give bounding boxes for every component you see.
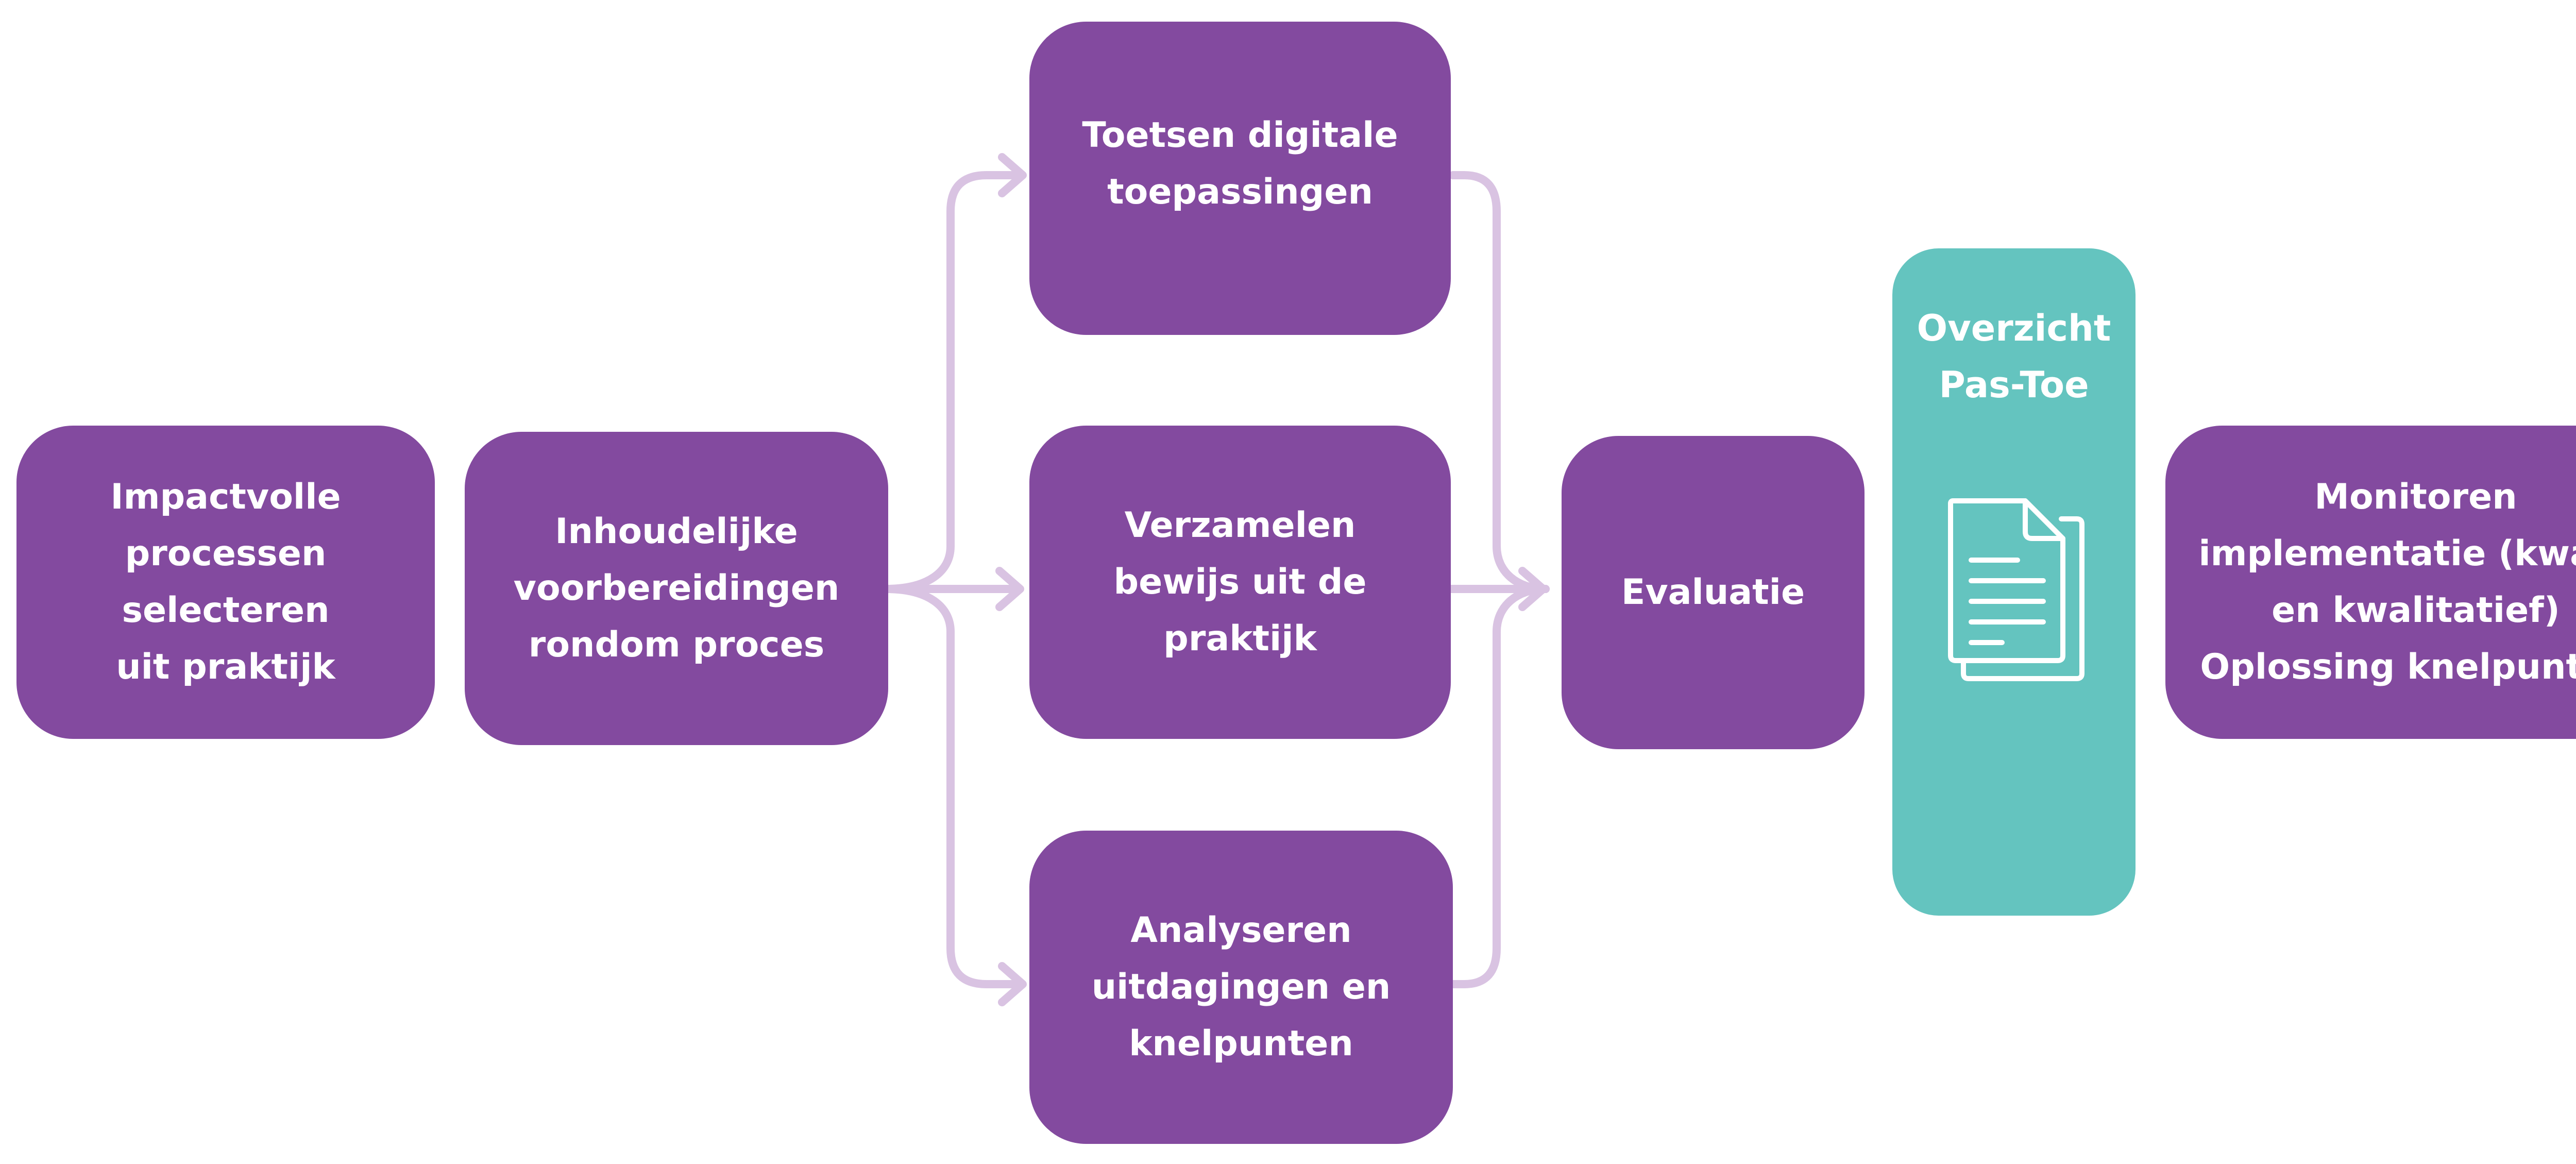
step-overzicht-pas-toe-label: Overzicht Pas-Toe: [1917, 307, 2111, 406]
arrowhead-toetsen: [998, 153, 1027, 197]
documents-icon: [1948, 498, 2084, 681]
step-impactvolle-processen-label: Impactvolle processen selecteren uit pra…: [110, 477, 341, 687]
step-inhoudelijke-voorbereidingen: Inhoudelijke voorbereidingen rondom proc…: [465, 432, 888, 745]
arrowhead-verzamelen: [995, 567, 1024, 611]
branch-line-to-analyseren: [882, 585, 1024, 988]
step-monitoren-implementatie: Monitoren implementatie (kwan- en kwalit…: [2165, 426, 2576, 739]
step-impactvolle-processen: Impactvolle processen selecteren uit pra…: [16, 426, 435, 739]
merge-line-from-analyseren: [1449, 585, 1550, 988]
arrowhead-evaluatie: [1518, 567, 1547, 611]
step-toetsen-digitale-toepassingen: Toetsen digitale toepassingen: [1029, 22, 1451, 335]
step-evaluatie-label: Evaluatie: [1621, 572, 1805, 613]
arrowhead-analyseren: [998, 962, 1027, 1006]
step-inhoudelijke-voorbereidingen-label: Inhoudelijke voorbereidingen rondom proc…: [513, 511, 840, 665]
step-verzamelen-bewijs-label: Verzamelen bewijs uit de praktijk: [1113, 505, 1367, 659]
step-verzamelen-bewijs: Verzamelen bewijs uit de praktijk: [1029, 426, 1451, 739]
step-analyseren-uitdagingen-label: Analyseren uitdagingen en knelpunten: [1091, 910, 1391, 1064]
step-evaluatie: Evaluatie: [1562, 436, 1865, 749]
merge-line-from-toetsen: [1449, 171, 1550, 593]
step-analyseren-uitdagingen: Analyseren uitdagingen en knelpunten: [1029, 831, 1453, 1144]
step-overzicht-pas-toe: Overzicht Pas-Toe: [1892, 248, 2136, 916]
step-toetsen-digitale-toepassingen-label: Toetsen digitale toepassingen: [1082, 115, 1398, 212]
branch-line-to-toetsen: [882, 171, 1024, 593]
step-monitoren-implementatie-label: Monitoren implementatie (kwan- en kwalit…: [2198, 477, 2576, 687]
